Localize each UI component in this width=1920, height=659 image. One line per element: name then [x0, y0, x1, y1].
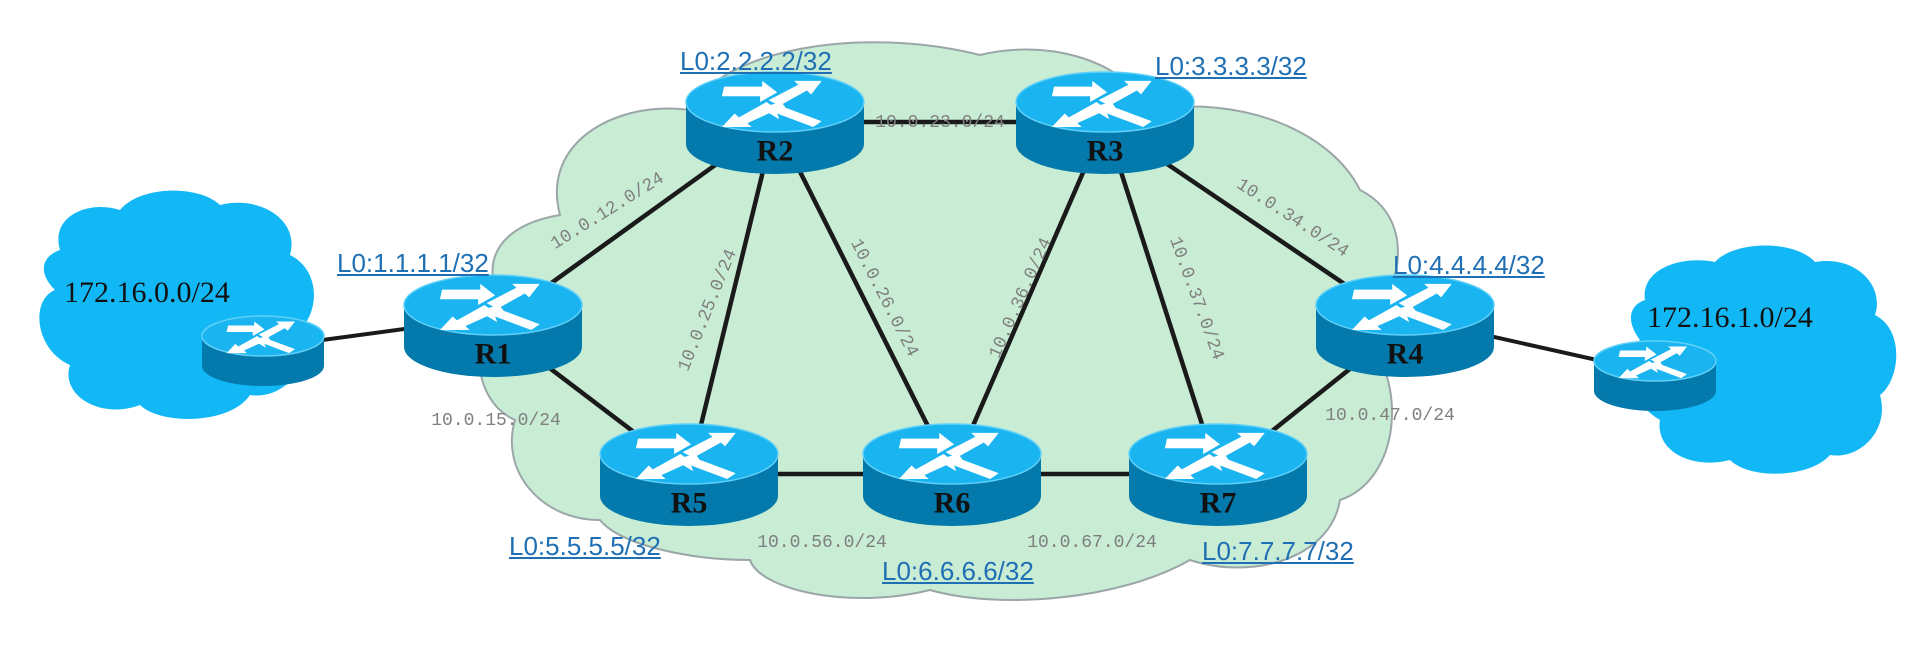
link-label-r4-r7: 10.0.47.0/24: [1325, 406, 1455, 426]
router-name: R5: [671, 487, 708, 520]
loopback-label-r7[interactable]: L0:7.7.7.7/32: [1202, 536, 1354, 566]
link-label-r5-r6: 10.0.56.0/24: [757, 533, 887, 553]
loopback-label-r3[interactable]: L0:3.3.3.3/32: [1155, 51, 1307, 81]
router-name: R7: [1200, 487, 1237, 520]
loopback-label-r6[interactable]: L0:6.6.6.6/32: [882, 556, 1034, 586]
router-r1[interactable]: R1: [403, 274, 583, 377]
router-name: R4: [1387, 338, 1424, 371]
edge-router-lan-left[interactable]: [201, 315, 325, 386]
router-r4[interactable]: R4: [1315, 274, 1495, 377]
router-r2[interactable]: R2: [685, 71, 865, 174]
router-r6[interactable]: R6: [862, 423, 1042, 526]
link-r3-r6: [949, 121, 1108, 475]
router-name: R6: [934, 487, 971, 520]
lan-label-right: 172.16.1.0/24: [1647, 301, 1813, 334]
link-label-r1-r5: 10.0.15.0/24: [431, 411, 561, 431]
router-r3[interactable]: R3: [1015, 71, 1195, 174]
loopback-label-r2[interactable]: L0:2.2.2.2/32: [680, 46, 832, 76]
lan-label-left: 172.16.0.0/24: [64, 276, 230, 309]
router-name: R3: [1087, 135, 1124, 168]
link-r2-r6: [772, 120, 955, 476]
link-label-r2-r3: 10.0.23.0/24: [875, 113, 1005, 133]
loopback-label-r5[interactable]: L0:5.5.5.5/32: [509, 531, 661, 561]
link-r2-r5: [686, 121, 778, 475]
link-r3-r7: [1102, 121, 1221, 475]
loopback-label-r4[interactable]: L0:4.4.4.4/32: [1393, 250, 1545, 280]
router-r7[interactable]: R7: [1128, 423, 1308, 526]
edge-router-lan-right[interactable]: [1593, 340, 1717, 411]
loopback-label-r1[interactable]: L0:1.1.1.1/32: [337, 248, 489, 278]
link-label-r6-r7: 10.0.67.0/24: [1027, 533, 1157, 553]
router-name: R2: [757, 135, 794, 168]
router-name: R1: [475, 338, 512, 371]
router-r5[interactable]: R5: [599, 423, 779, 526]
lan-cloud-right: [1628, 245, 1897, 474]
